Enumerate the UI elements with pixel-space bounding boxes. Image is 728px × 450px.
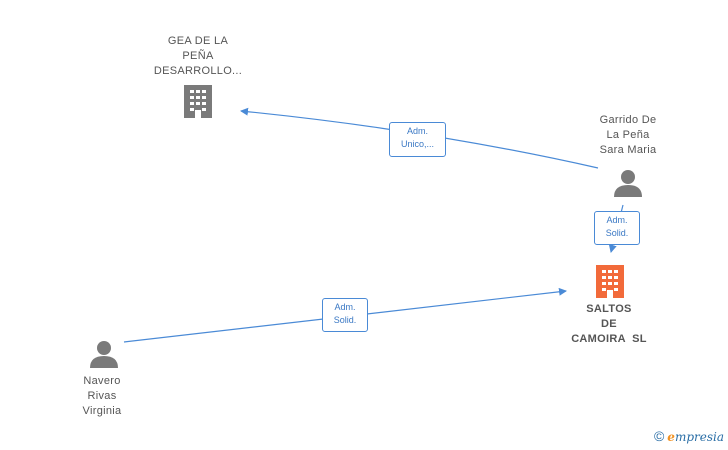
- node-label-garrido[interactable]: Garrido De La Peña Sara Maria: [578, 113, 678, 158]
- garrido-label-line-1: Garrido De: [599, 114, 657, 126]
- saltos-label-line-3: CAMOIRA SL: [571, 333, 647, 345]
- brand-e: e: [667, 430, 675, 444]
- node-label-saltos[interactable]: SALTOS DE CAMOIRA SL: [553, 302, 665, 347]
- garrido-person-icon[interactable]: [614, 170, 642, 197]
- saltos-label-line-1: SALTOS: [586, 303, 632, 315]
- empresia-logo: ©empresia: [654, 428, 724, 444]
- navero-label-line-2: Rivas: [87, 390, 117, 402]
- gea-building-icon[interactable]: [184, 85, 212, 118]
- saltos-label-line-2: DE: [601, 318, 617, 330]
- navero-label-line-3: Virginia: [82, 405, 122, 417]
- copyright-symbol: ©: [653, 428, 665, 444]
- navero-label-line-1: Navero: [83, 375, 121, 387]
- edge-label-garrido-gea-line-2: Unico,...: [400, 139, 434, 149]
- edge-label-garrido-gea-line-1: Adm.: [406, 126, 428, 136]
- edge-label-navero-saltos-line-2: Solid.: [333, 315, 357, 325]
- garrido-label-line-2: La Peña: [606, 129, 650, 141]
- node-label-gea[interactable]: GEA DE LA PEÑA DESARROLLO...: [138, 34, 258, 79]
- garrido-label-line-3: Sara Maria: [599, 144, 657, 156]
- gea-label-line-1: GEA DE LA: [167, 35, 229, 47]
- navero-person-icon[interactable]: [90, 341, 118, 368]
- gea-label-line-3: DESARROLLO...: [153, 65, 243, 77]
- gea-label-line-2: PEÑA: [182, 50, 214, 62]
- edge-label-garrido-gea[interactable]: Adm. Unico,...: [389, 122, 446, 157]
- edge-label-garrido-saltos-line-1: Adm.: [606, 215, 628, 225]
- edge-label-garrido-saltos-line-2: Solid.: [605, 228, 629, 238]
- brand-rest: mpresia: [674, 430, 724, 444]
- edge-label-garrido-saltos[interactable]: Adm. Solid.: [594, 211, 640, 245]
- edge-label-navero-saltos-line-1: Adm.: [334, 302, 356, 312]
- node-label-navero[interactable]: Navero Rivas Virginia: [62, 374, 142, 419]
- saltos-building-icon[interactable]: [596, 265, 624, 298]
- edge-label-navero-saltos[interactable]: Adm. Solid.: [322, 298, 368, 332]
